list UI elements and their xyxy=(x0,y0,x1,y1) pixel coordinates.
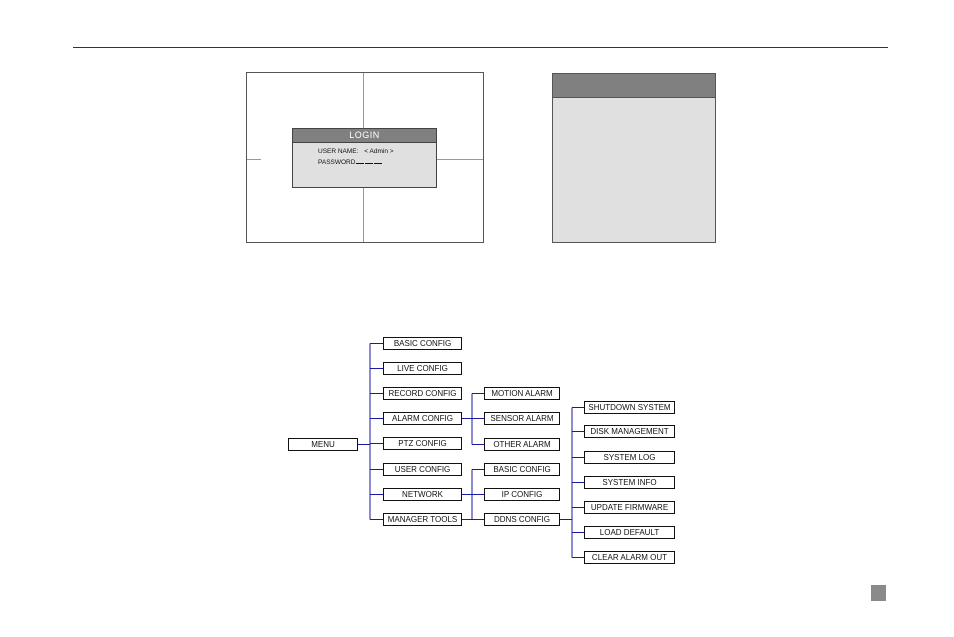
menu-preview-panel xyxy=(552,73,716,243)
login-dialog: LOGIN USER NAME: < Admin > PASSWORD xyxy=(292,128,437,188)
node-alarm-sensor-alarm[interactable]: SENSOR ALARM xyxy=(484,412,560,425)
node-network-basic-config[interactable]: BASIC CONFIG xyxy=(484,463,560,476)
node-network-ip-config[interactable]: IP CONFIG xyxy=(484,488,560,501)
crosshair-right xyxy=(437,159,483,160)
node-network-ddns-config[interactable]: DDNS CONFIG xyxy=(484,513,560,526)
node-tool-system-log[interactable]: SYSTEM LOG xyxy=(584,451,675,464)
node-menu[interactable]: MENU xyxy=(288,438,358,451)
node-alarm-other-alarm[interactable]: OTHER ALARM xyxy=(484,438,560,451)
user-name-row[interactable]: USER NAME: < Admin > xyxy=(318,148,394,155)
node-ptz-config[interactable]: PTZ CONFIG xyxy=(383,437,462,450)
node-tool-disk-management[interactable]: DISK MANAGEMENT xyxy=(584,425,675,438)
page-marker xyxy=(871,585,886,601)
node-user-config[interactable]: USER CONFIG xyxy=(383,463,462,476)
password-digit[interactable] xyxy=(365,158,374,164)
user-name-value[interactable]: < Admin > xyxy=(364,148,394,155)
node-live-config[interactable]: LIVE CONFIG xyxy=(383,362,462,375)
node-tool-clear-alarm-out[interactable]: CLEAR ALARM OUT xyxy=(584,551,675,564)
login-title: LOGIN xyxy=(293,129,436,143)
password-label: PASSWORD xyxy=(318,159,356,166)
node-tool-load-default[interactable]: LOAD DEFAULT xyxy=(584,526,675,539)
menu-preview-header xyxy=(553,74,715,98)
node-network[interactable]: NETWORK xyxy=(383,488,462,501)
node-manager-tools[interactable]: MANAGER TOOLS xyxy=(383,513,462,526)
node-alarm-config[interactable]: ALARM CONFIG xyxy=(383,412,462,425)
password-row[interactable]: PASSWORD xyxy=(318,158,383,166)
node-basic-config[interactable]: BASIC CONFIG xyxy=(383,337,462,350)
node-alarm-motion-alarm[interactable]: MOTION ALARM xyxy=(484,387,560,400)
crosshair-left xyxy=(247,159,261,160)
user-name-label: USER NAME: xyxy=(318,148,359,155)
login-screen: LOGIN USER NAME: < Admin > PASSWORD xyxy=(246,72,484,243)
node-tool-system-info[interactable]: SYSTEM INFO xyxy=(584,476,675,489)
node-record-config[interactable]: RECORD CONFIG xyxy=(383,387,462,400)
node-tool-shutdown-system[interactable]: SHUTDOWN SYSTEM xyxy=(584,401,675,414)
password-digit[interactable] xyxy=(356,158,365,164)
header-rule xyxy=(73,47,888,48)
node-tool-update-firmware[interactable]: UPDATE FIRMWARE xyxy=(584,501,675,514)
password-digit[interactable] xyxy=(374,158,383,164)
